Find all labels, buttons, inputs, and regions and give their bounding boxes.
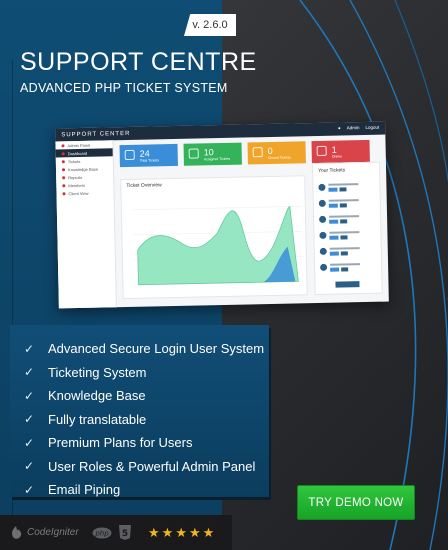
product-subtitle: ADVANCED PHP TICKET SYSTEM	[20, 81, 228, 95]
check-icon: ✓	[23, 435, 35, 450]
dashboard-header-title: SUPPORT CENTER	[61, 130, 131, 138]
user-icon	[316, 145, 327, 157]
tech-footer: CodeIgniter php 5 ★★★★★	[0, 515, 232, 550]
plane-icon	[124, 149, 135, 161]
star-icon: ★	[148, 525, 160, 540]
dashboard-sidebar: Admin Panel Dashboard Tickets Knowledge …	[55, 140, 117, 309]
star-icon: ★	[188, 525, 201, 540]
wrench-icon	[188, 148, 199, 159]
features-list: ✓Advanced Secure Login User System ✓Tick…	[10, 337, 269, 502]
bullet-icon	[62, 191, 66, 195]
product-title: SUPPORT CENTRE	[20, 48, 257, 76]
check-icon: ✓	[23, 482, 35, 497]
bullet-icon	[61, 159, 65, 163]
codeigniter-logo: CodeIgniter	[10, 515, 79, 550]
area-chart	[131, 206, 304, 286]
php-logo: php	[92, 515, 112, 550]
your-tickets-panel: Your Tickets	[311, 161, 383, 296]
bullet-icon	[61, 167, 66, 171]
ticket-entry	[319, 245, 378, 260]
php-icon: php	[92, 527, 112, 538]
ticket-entry	[318, 197, 377, 212]
html5-logo: 5	[118, 515, 132, 550]
html5-icon: 5	[119, 524, 131, 540]
check-icon: ✓	[23, 412, 35, 427]
codeigniter-flame-icon	[12, 526, 22, 539]
check-icon: ✓	[23, 341, 35, 356]
bullet-icon	[62, 175, 66, 179]
header-user: Admin	[346, 125, 360, 131]
ticket-overview-chart: Ticket Overview	[120, 175, 308, 300]
panel-divider	[12, 60, 13, 515]
ticket-entry	[319, 213, 377, 228]
feature-item: ✓Ticketing System	[10, 361, 269, 385]
check-icon: ✓	[23, 459, 35, 474]
try-demo-button[interactable]: TRY DEMO NOW	[297, 485, 415, 520]
feature-item: ✓Premium Plans for Users	[10, 431, 269, 455]
features-panel: ✓Advanced Secure Login User System ✓Tick…	[10, 325, 269, 497]
check-icon: ✓	[23, 388, 35, 403]
check-icon: ✓	[23, 365, 35, 380]
feature-item: ✓User Roles & Powerful Admin Panel	[10, 455, 269, 479]
ticket-entry	[319, 229, 377, 244]
feature-item: ✓Fully translatable	[10, 408, 269, 432]
folder-icon	[252, 147, 263, 158]
bullet-icon	[62, 183, 66, 187]
star-icon: ★	[202, 525, 215, 540]
bullet-icon	[61, 143, 65, 147]
version-badge: v. 2.6.0	[184, 14, 236, 36]
bell-icon: ●	[337, 125, 341, 131]
feature-item: ✓Advanced Secure Login User System	[10, 337, 269, 361]
ticket-entry	[318, 181, 376, 196]
svg-text:php: php	[94, 529, 109, 537]
star-icon: ★	[175, 525, 187, 540]
star-icon: ★	[161, 525, 174, 540]
ticket-entry	[320, 261, 378, 276]
your-tickets-button	[335, 281, 360, 288]
tickets-title: Your Tickets	[318, 167, 346, 174]
feature-item: ✓Knowledge Base	[10, 384, 269, 408]
dashboard-preview: SUPPORT CENTER ● Admin Logout Admin Pane…	[55, 121, 389, 309]
feature-item: ✓Email Piping	[10, 478, 269, 502]
svg-text:5: 5	[122, 529, 128, 539]
bullet-icon	[61, 151, 65, 155]
sidebar-item: Client View	[56, 188, 113, 197]
rating-stars: ★★★★★	[148, 515, 214, 550]
header-logout: Logout	[365, 124, 380, 130]
